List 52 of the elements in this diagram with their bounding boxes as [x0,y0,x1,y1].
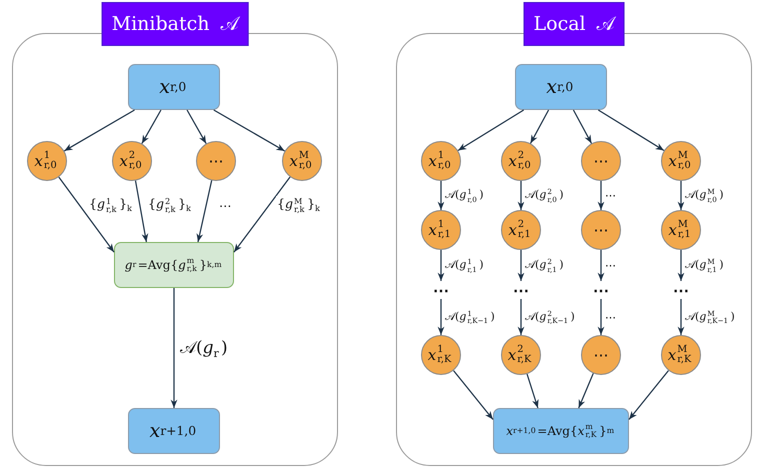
arrow [678,181,684,210]
ellipsis-text: ⋯ [426,281,456,299]
edge-label: 𝒜(g$^{M}$$_{r,0}$) [684,188,725,204]
edge-label: 𝒜(g$^{M}$$_{r,1}$) [684,258,725,274]
arrow [598,250,604,281]
ellipsis-text: ⋯ [506,281,536,299]
edge-label: {g$^{2}$$_{r,k}$}$_{k}$ [147,196,194,214]
arrow [678,299,684,335]
worker-circle: ⋯ [581,141,621,181]
arrow [170,288,178,408]
arrow [572,110,592,144]
arrow [578,373,594,408]
arrow [438,181,444,210]
arrow [598,109,664,152]
edge-label: 𝒜(g$^{1}$$_{r,K−1}$) [444,310,496,325]
edge-label: 𝒜(g$^{2}$$_{r,K−1}$) [524,310,576,325]
worker-circle: ⋯ [196,141,236,181]
edge-label: 𝒜(g$^{1}$$_{r,0}$) [444,188,485,204]
arrow [526,374,539,408]
arrow [213,109,285,152]
edge-label: {g$^{1}$$_{r,k}$}$_{k}$ [88,196,135,214]
panel-title: Minibatch 𝒜 [102,2,248,46]
edge-label: 𝒜(g$^{1}$$_{r,1}$) [444,258,485,274]
arrow [234,176,291,252]
edge-label: {g$^{M}$$_{r,k}$}$_{k}$ [276,196,323,214]
arrow [458,109,524,152]
arrow [58,176,114,252]
arrow [141,110,162,144]
arrow [530,110,550,144]
arrow [64,109,135,152]
arrow [598,181,604,210]
arrow [196,180,212,242]
edge-label: 𝒜(g$^{2}$$_{r,0}$) [524,188,565,204]
worker-circle: ⋯ [581,335,621,375]
arrow [598,299,604,335]
arrow [678,250,684,281]
edge-label: 𝒜(g$_{r}$) [179,338,229,358]
arrow [628,370,669,420]
arrow [438,299,444,335]
arrow [186,110,207,144]
arrow [453,370,494,420]
edge-label: 𝒜(g$^{2}$$_{r,1}$) [524,258,565,274]
panel-title: Local 𝒜 [524,2,624,46]
arrow [518,250,524,281]
arrow [518,181,524,210]
arrow [134,180,148,242]
ellipsis-text: ⋯ [586,281,616,299]
edge-label: 𝒜(g$^{M}$$_{r,K−1}$) [684,310,736,325]
ellipsis-text: ⋯ [666,281,696,299]
arrow [518,299,524,335]
worker-circle: ⋯ [581,210,621,250]
arrow [438,250,444,281]
